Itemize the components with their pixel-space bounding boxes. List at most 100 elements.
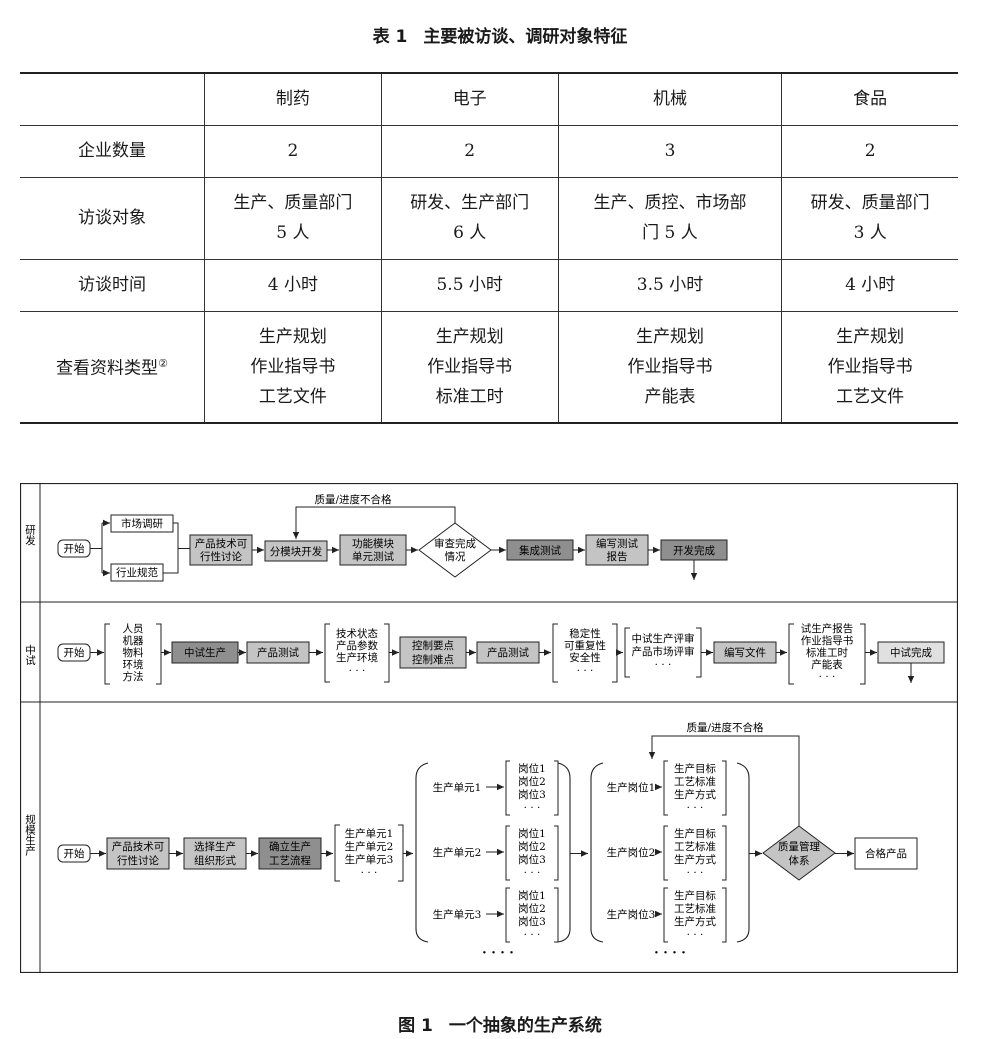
pilot-docs-label: 编写文件: [724, 646, 766, 659]
position-item: 岗位1: [518, 889, 546, 902]
qms-line: 体系: [789, 855, 810, 867]
table-cell: 2: [380, 125, 559, 178]
mass-positions-big-bracket-right: [736, 762, 750, 943]
cell-line: 研发、质量部门: [810, 193, 930, 213]
table-header-row: 制药 电子 机械 食品: [20, 72, 958, 126]
pilot-test-label: 产品测试: [257, 646, 299, 659]
pilot-test2-label: 产品测试: [487, 646, 529, 659]
detail-item: 生产方式: [674, 915, 716, 928]
pilot-stability-item: 安全性: [569, 651, 601, 664]
unit-positions-group: 岗位1 岗位2 岗位3 · · ·: [505, 760, 559, 816]
rd-review-diamond: [418, 522, 492, 578]
row-label: 访谈对象: [20, 177, 205, 260]
position-item: 岗位1: [518, 827, 546, 840]
mass-process-node: [258, 837, 322, 870]
cell-line: 4 小时: [267, 275, 319, 295]
mass-unit-list-item: · · ·: [361, 867, 378, 879]
row-label-text: 查看资料类型: [56, 359, 159, 380]
footnote-marker: ②: [158, 357, 168, 371]
cell-line: 作业指导书: [427, 356, 513, 377]
pilot-tech-item: 生产环境: [336, 651, 378, 664]
position-item: 岗位2: [518, 902, 546, 915]
lane-label-pilot: 中试: [24, 644, 36, 666]
position-item: 岗位1: [518, 762, 546, 775]
lane-label-rd: 研发: [24, 525, 36, 547]
table-header-cell: [20, 72, 205, 126]
table-cell: 2: [204, 125, 382, 178]
table-caption: 表 1 主要被访谈、调研对象特征: [0, 22, 1000, 47]
mass-feasibility-line: 行性讨论: [117, 854, 159, 867]
mass-unit-label: 生产单元3: [433, 908, 482, 921]
pilot-control-line: 控制要点: [412, 639, 454, 652]
diagram-frame: [19, 482, 959, 974]
table-cell: 生产规划作业指导书产能表: [557, 311, 782, 424]
table-title: 主要被访谈、调研对象特征: [423, 27, 628, 47]
mass-units-big-bracket-left: [415, 762, 429, 943]
pilot-tech-item: 产品参数: [336, 639, 378, 652]
mass-feasibility-line: 产品技术可: [112, 840, 165, 853]
cell-line: 标准工时: [435, 386, 504, 407]
rd-join-line: [163, 522, 190, 574]
detail-item: · · ·: [687, 802, 704, 814]
position-item: 岗位2: [518, 775, 546, 788]
unit-positions-group: 岗位1 岗位2 岗位3 · · ·: [505, 825, 559, 881]
mass-feedback-loop: [648, 735, 800, 826]
mass-positions-ellipsis: · · · ·: [654, 946, 686, 961]
rd-modules-label: 分模块开发: [270, 545, 323, 558]
pilot-output-item: 作业指导书: [801, 634, 854, 647]
pilot-review-item: 中试生产评审: [632, 632, 695, 645]
pilot-control-line: 控制难点: [412, 653, 454, 666]
table-header-cell: 机械: [557, 72, 782, 126]
unit-positions-group: 岗位1 岗位2 岗位3 · · ·: [505, 887, 559, 943]
table-header-cell: 食品: [781, 72, 958, 126]
mass-process-line: 工艺流程: [269, 854, 311, 867]
pilot-review-item: 产品市场评审: [632, 645, 695, 658]
position-details-group: 生产目标 工艺标准 生产方式 · · ·: [663, 825, 727, 881]
detail-item: · · ·: [687, 929, 704, 941]
table-cell: 3.5 小时: [557, 259, 782, 312]
mass-unit-label: 生产单元1: [433, 781, 482, 794]
pilot-start-label: 开始: [64, 646, 85, 659]
mass-unit-list-item: 生产单元3: [345, 853, 394, 866]
pilot-factor: 物料: [123, 646, 144, 659]
cell-line: 2: [464, 141, 476, 161]
detail-item: 生产方式: [674, 788, 716, 801]
cell-line: 5.5 小时: [436, 275, 503, 295]
position-item: 岗位3: [518, 853, 546, 866]
rd-modules-node: [264, 540, 328, 562]
cell-line: 工艺文件: [836, 386, 905, 407]
details-bracket: [663, 760, 727, 816]
position-item: · · ·: [524, 929, 541, 941]
table-row: 访谈时间 4 小时 5.5 小时 3.5 小时 4 小时: [20, 259, 958, 312]
qualified-product-label: 合格产品: [865, 847, 907, 860]
mass-units-ellipsis: · · · ·: [482, 946, 514, 961]
table-cell: 4 小时: [204, 259, 382, 312]
qualified-product-node: [854, 837, 918, 870]
rd-start-label: 开始: [64, 542, 85, 555]
rd-feasibility-line: 行性讨论: [200, 550, 242, 563]
cell-line: 2: [864, 141, 876, 161]
cell-line: 生产、质控、市场部: [593, 193, 747, 213]
pilot-outputs-bracket: [788, 623, 866, 685]
cell-line: 生产规划: [258, 326, 327, 347]
rd-feasibility-line: 产品技术可: [195, 537, 248, 550]
table-cell: 3: [557, 125, 782, 178]
mass-position-label: 生产岗位2: [607, 846, 656, 859]
table-number: 表 1: [372, 27, 408, 47]
pilot-output-item: 标准工时: [806, 647, 848, 659]
cell-line: 作业指导书: [250, 356, 336, 377]
cell-line: 2: [287, 141, 299, 161]
details-bracket: [663, 887, 727, 943]
pilot-factor: 机器: [123, 634, 144, 647]
table-row: 企业数量 2 2 3 2: [20, 125, 958, 178]
position-item: 岗位3: [518, 915, 546, 928]
pilot-control-node: [399, 636, 467, 669]
table-row: 查看资料类型② 生产规划作业指导书工艺文件 生产规划作业指导书标准工时 生产规划…: [20, 311, 958, 424]
pilot-factor: 人员: [123, 623, 144, 635]
positions-bracket: [505, 887, 559, 943]
detail-item: · · ·: [687, 867, 704, 879]
position-item: 岗位3: [518, 788, 546, 801]
